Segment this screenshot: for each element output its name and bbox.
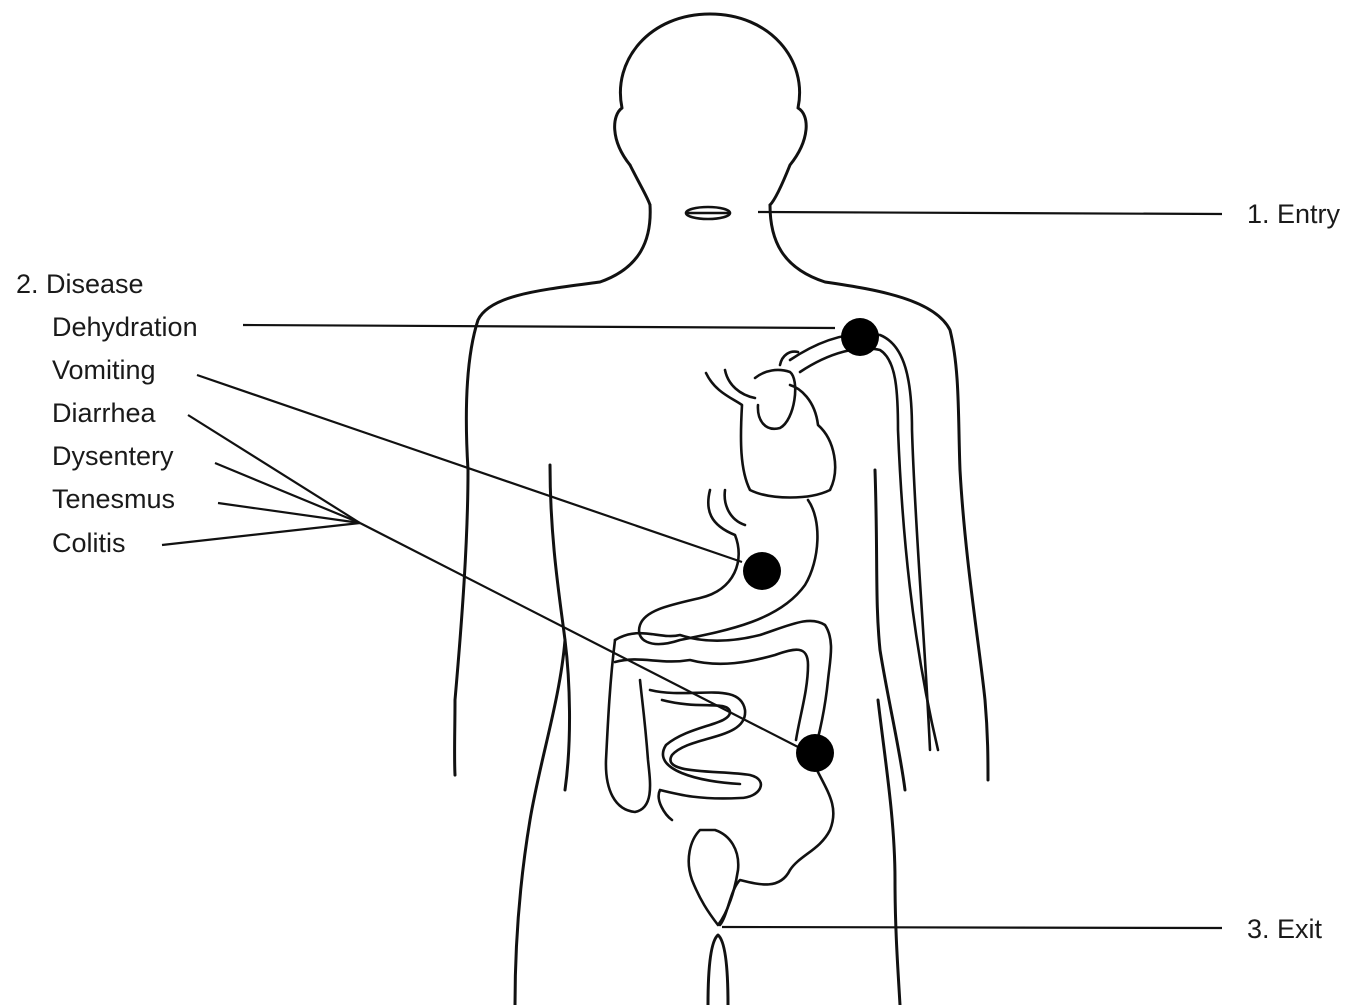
symptom-dehydration: Dehydration [52,312,198,342]
heart [706,352,835,498]
crotch [708,935,728,1005]
exit-leader [722,927,1222,928]
dehydration-leader [243,325,835,328]
symptom-vomiting: Vomiting [52,355,156,385]
colon-leader [360,523,800,748]
head-outline [615,14,807,205]
labels: 1. Entry 3. Exit 2. Disease Dehydration … [16,199,1341,944]
symptom-dysentery: Dysentery [52,441,174,471]
diarrhea-leader [188,415,360,523]
symptom-diarrhea: Diarrhea [52,398,157,428]
right-side-outline [770,205,988,780]
dysentery-leader [215,463,360,523]
colon-marker-icon [796,734,834,772]
body-outline [455,14,988,1005]
symptom-colitis: Colitis [52,528,126,558]
stomach-marker-icon [743,552,781,590]
colitis-leader [162,523,360,545]
disease-heading: 2. Disease [16,269,144,299]
entry-leader [758,212,1222,214]
vomiting-leader [197,375,742,562]
leader-lines [162,212,1222,928]
stomach [639,490,817,644]
left-torso [515,640,565,1005]
entry-label: 1. Entry [1247,199,1341,229]
blood-vessel [790,334,938,750]
site-markers [743,318,879,772]
mouth [686,207,730,219]
right-inner-arm [875,470,905,790]
symptom-tenesmus: Tenesmus [52,484,175,514]
left-side-outline [455,205,651,775]
dehydration-marker-icon [841,318,879,356]
exit-label: 3. Exit [1247,914,1323,944]
